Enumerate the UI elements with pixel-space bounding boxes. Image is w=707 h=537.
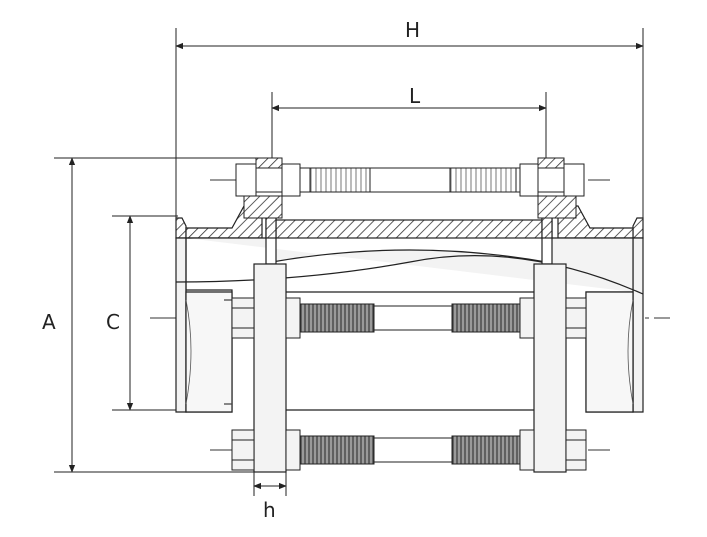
bottom-rod [231, 429, 587, 471]
dimension-label-H: H [405, 18, 421, 42]
left-flange-plate [253, 263, 287, 473]
dimension-label-A: A [42, 310, 56, 334]
top-rod [235, 157, 585, 219]
dimension-label-C: C [106, 310, 120, 334]
flange-plates [253, 263, 567, 473]
middle-rod [231, 297, 587, 339]
right-flange-plate [533, 263, 567, 473]
ferrule-body [175, 205, 644, 413]
dimension-lines [54, 28, 644, 496]
dimension-label-h: h [263, 498, 276, 522]
dimension-label-L: L [409, 84, 421, 108]
